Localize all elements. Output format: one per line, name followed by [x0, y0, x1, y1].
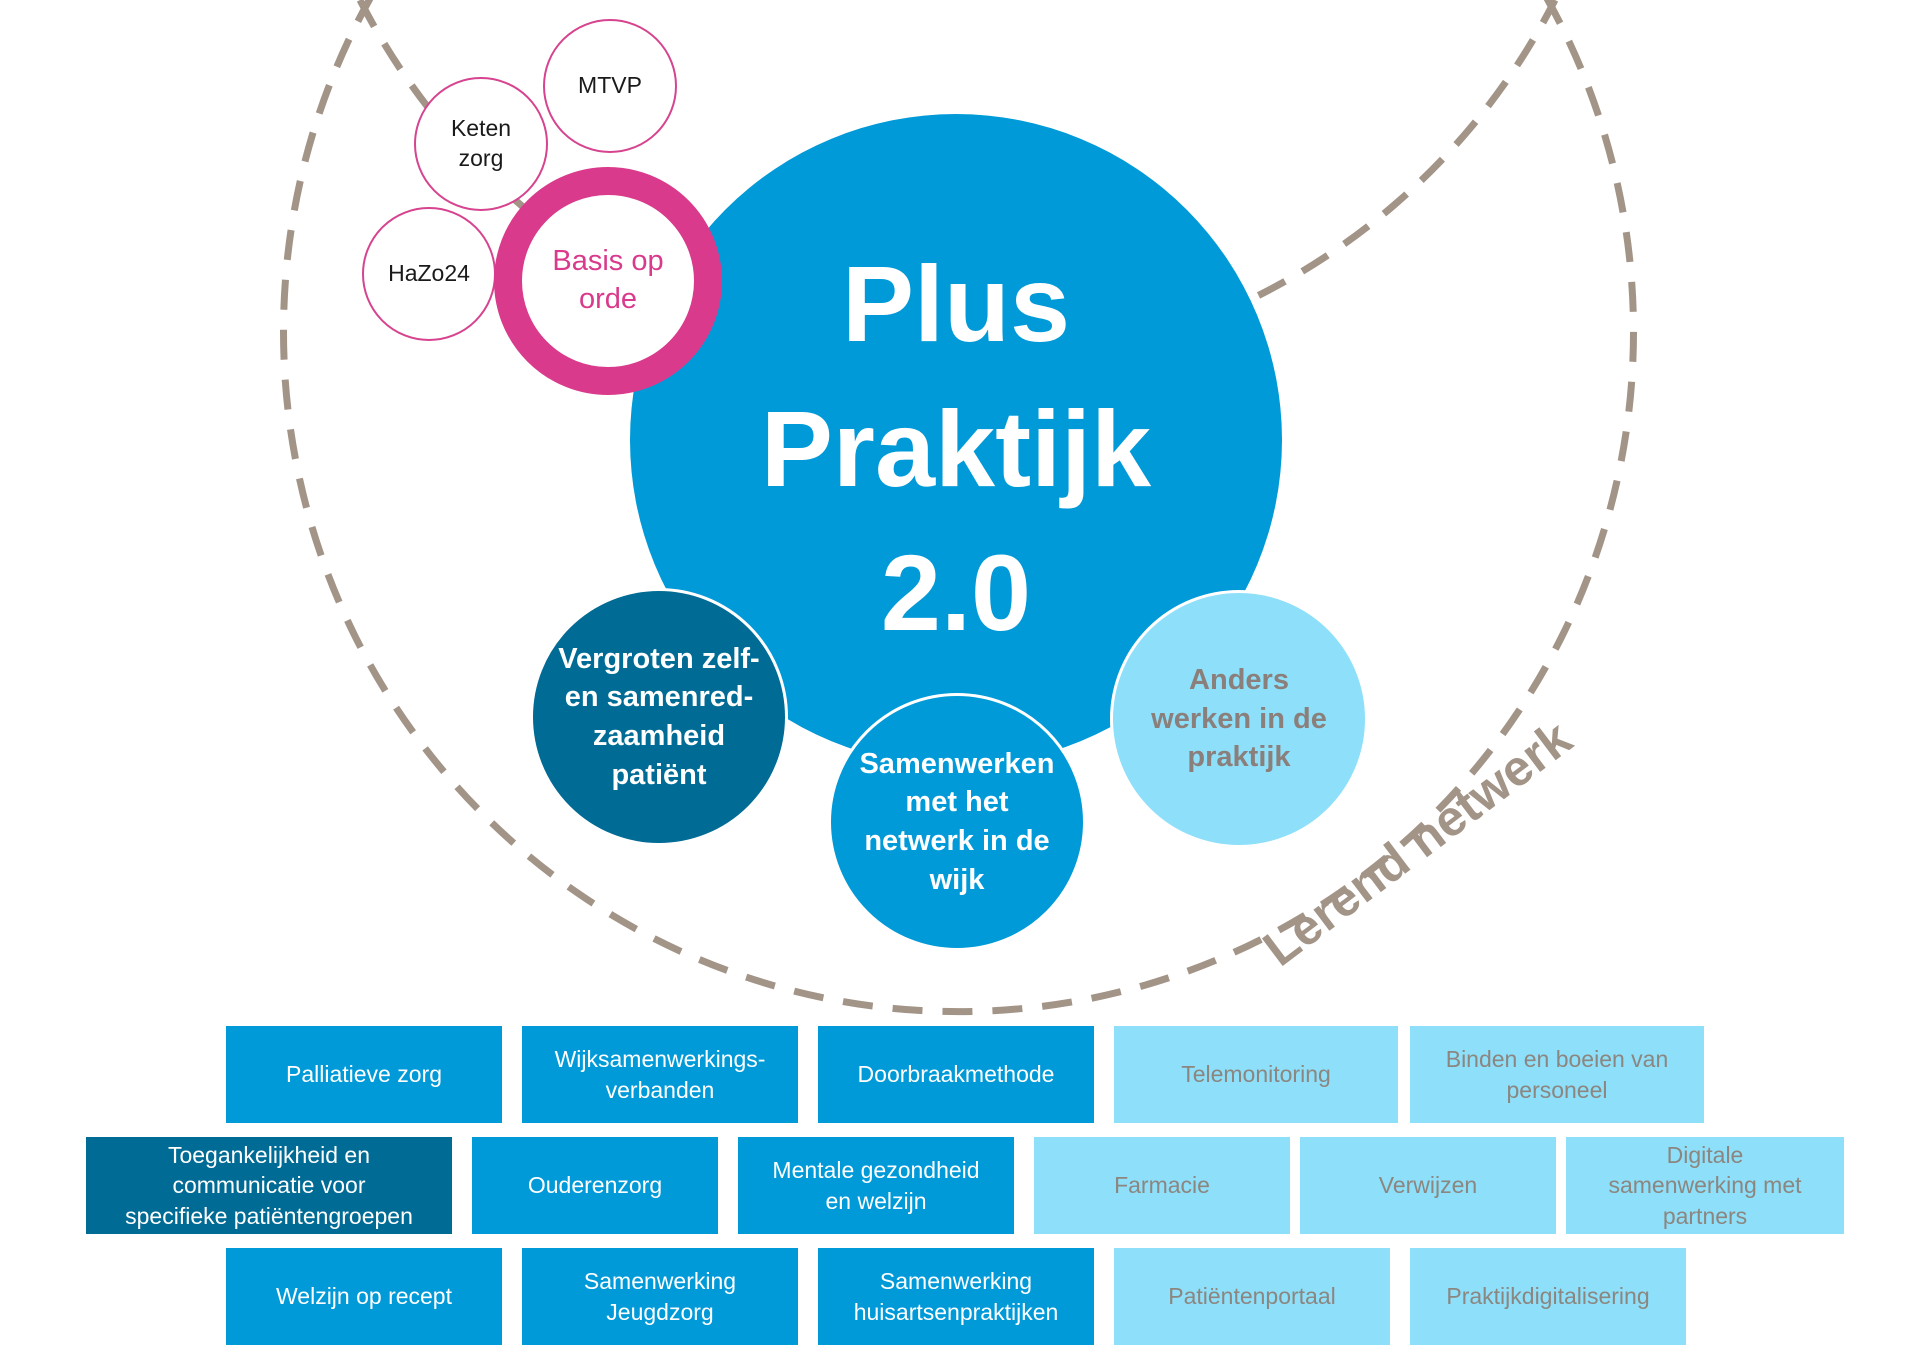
topic-label-line: Digitale [1666, 1141, 1744, 1168]
plus-praktijk-circle: Plus Praktijk 2.0 [630, 114, 1282, 766]
topic-box: Toegankelijkheid en communicatie voor spec… [86, 1137, 452, 1234]
satellite-ketenzorg: Keten zorg [414, 77, 548, 211]
topic-label: Doorbraakmethode [858, 1059, 1055, 1089]
topic-label-line: samenwerking met [1608, 1172, 1802, 1199]
topic-label-line: Farmacie [1114, 1172, 1210, 1199]
topic-label-line: en welzijn [825, 1187, 927, 1214]
topic-label: Patiëntenportaal [1168, 1281, 1336, 1311]
satellite-label: MTVP [578, 72, 642, 99]
topic-label-line: communicatie voor [172, 1172, 366, 1199]
pillar-line: Vergroten zelf- [558, 642, 760, 675]
pillar-line: netwerk in de [864, 825, 1050, 857]
pillar-line: met het [905, 786, 1009, 819]
topic-label-line: Palliatieve zorg [286, 1061, 442, 1088]
topic-box: Binden en boeien van personeel [1410, 1026, 1704, 1123]
topic-label-line: Samenwerking [583, 1268, 737, 1295]
topic-label-line: Binden en boeien van [1445, 1046, 1669, 1073]
topic-box: Doorbraakmethode [818, 1026, 1094, 1123]
topic-label-line: Mentale gezondheid [772, 1157, 980, 1184]
satellite-label-line2: zorg [458, 145, 504, 171]
satellite-label-line1: Keten [450, 115, 512, 142]
topic-label: Wijksamenwerkings-verbanden [555, 1044, 766, 1105]
pillar-line: Samenwerken [859, 747, 1055, 780]
topic-label: Mentale gezondheid en welzijn [772, 1155, 979, 1216]
topic-label: Binden en boeien van personeel [1446, 1044, 1669, 1105]
topic-box: Digitale samenwerking met partners [1566, 1137, 1844, 1234]
topic-label-line: Toegankelijkheid en [167, 1141, 371, 1168]
topic-label: Telemonitoring [1181, 1059, 1331, 1089]
pillar-line: en samenred- [564, 681, 754, 714]
pillar-self-reliance: Vergroten zelf- en samenred- zaamheid pa… [530, 588, 788, 846]
topic-label: Samenwerking huisartsenpraktijken [854, 1266, 1059, 1327]
topic-label: Digitale samenwerking met partners [1608, 1140, 1801, 1231]
topic-label: Toegankelijkheid en communicatie voor spec… [125, 1140, 413, 1231]
pillar-different-work: Anders werken in de praktijk [1110, 590, 1368, 848]
topic-label: Verwijzen [1379, 1170, 1477, 1200]
topic-label: Palliatieve zorg [286, 1059, 442, 1089]
topic-label-line: Jeugdzorg [606, 1298, 714, 1325]
topic-label-line: specifieke patiëntengroepen [125, 1202, 413, 1229]
topic-label: Ouderenzorg [528, 1170, 662, 1200]
topic-box: Farmacie [1034, 1137, 1290, 1234]
center-title-line2: Praktijk [760, 387, 1152, 509]
topic-box: Patiëntenportaal [1114, 1248, 1390, 1345]
basis-label-line2: orde [578, 283, 638, 315]
topic-label-line: verbanden [605, 1076, 715, 1103]
satellite-mtvp: MTVP [543, 19, 677, 153]
basis-label-line1: Basis op [552, 245, 664, 278]
pillar-line: Anders [1189, 664, 1289, 697]
topic-box: Wijksamenwerkings-verbanden [522, 1026, 798, 1123]
topic-label-line: Welzijn op recept [276, 1283, 452, 1310]
topic-label-line: personeel [1506, 1076, 1608, 1103]
topic-label: Farmacie [1114, 1170, 1210, 1200]
pillar-line: patiënt [611, 758, 707, 791]
topic-label-line: Praktijkdigitalisering [1446, 1283, 1650, 1310]
pillar-line: wijk [929, 863, 985, 896]
topic-box: Verwijzen [1300, 1137, 1556, 1234]
topic-label-line: Telemonitoring [1181, 1061, 1331, 1088]
topic-label: Welzijn op recept [276, 1281, 452, 1311]
topic-label-line: Patiëntenportaal [1168, 1283, 1336, 1310]
center-title-line3: 2.0 [880, 532, 1032, 654]
topic-box: Welzijn op recept [226, 1248, 502, 1345]
topic-box: Ouderenzorg [472, 1137, 718, 1234]
topic-box: Telemonitoring [1114, 1026, 1398, 1123]
satellite-label: HaZo24 [388, 260, 470, 287]
topic-label-line: Verwijzen [1378, 1172, 1478, 1199]
center-title-line1: Plus [841, 242, 1071, 364]
topic-label: Praktijkdigitalisering [1446, 1281, 1649, 1311]
basis-op-orde-circle: Basis op orde [494, 167, 722, 395]
topic-label-line: partners [1662, 1202, 1748, 1229]
topic-box: Palliatieve zorg [226, 1026, 502, 1123]
topic-label-line: Ouderenzorg [527, 1172, 663, 1199]
pillar-line: praktijk [1187, 741, 1291, 774]
satellite-hazo24: HaZo24 [362, 207, 496, 341]
topic-label-line: Doorbraakmethode [857, 1061, 1055, 1088]
pillar-line: werken in de [1151, 702, 1327, 735]
topic-label-line: Samenwerking [879, 1268, 1033, 1295]
pillar-network: Samenwerken met het netwerk in de wijk [828, 693, 1086, 951]
topic-box: Praktijkdigitalisering [1410, 1248, 1686, 1345]
pillar-line: zaamheid [592, 720, 726, 752]
topic-box: Samenwerking huisartsenpraktijken [818, 1248, 1094, 1345]
topic-label-line: huisartsenpraktijken [853, 1298, 1059, 1325]
topic-label-line: Wijksamenwerkings- [554, 1046, 766, 1073]
topic-box: Mentale gezondheid en welzijn [738, 1137, 1014, 1234]
